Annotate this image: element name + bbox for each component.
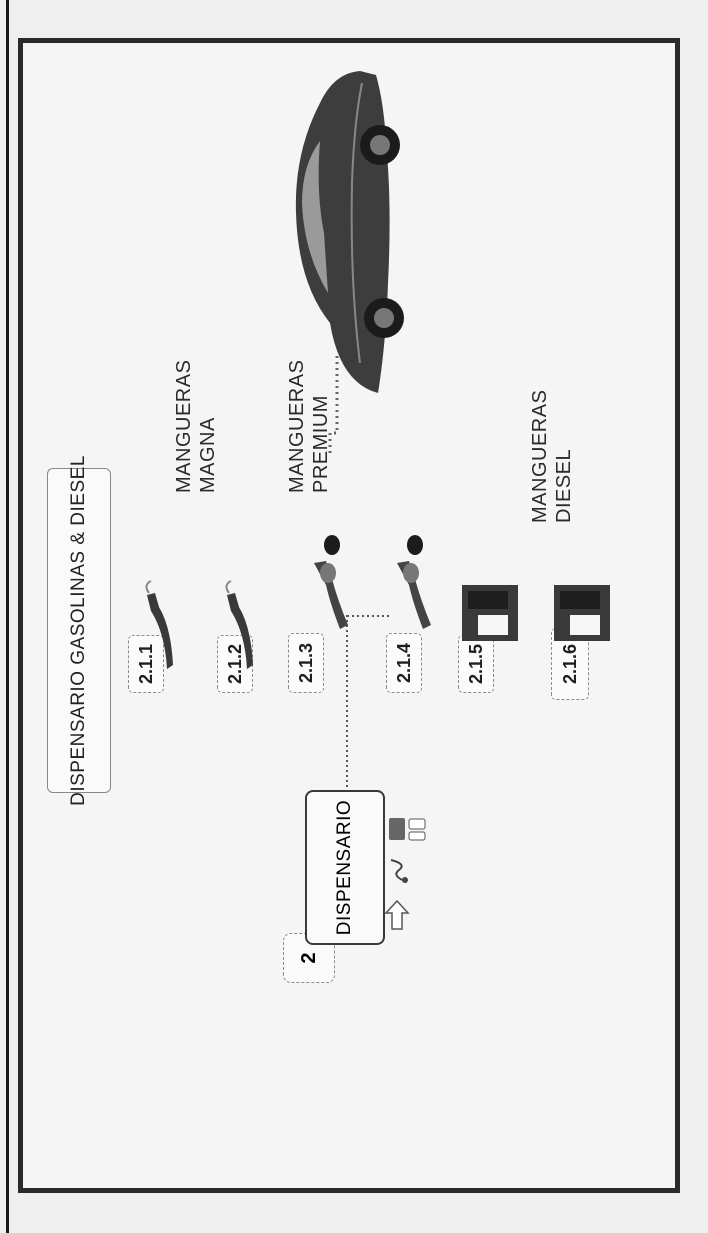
diagram-title: DISPENSARIO GASOLINAS & DIESEL bbox=[68, 455, 89, 806]
page-border-line bbox=[6, 0, 9, 1233]
fuel-can-icon bbox=[462, 585, 518, 641]
group-label-diesel: MANGUERAS DIESEL bbox=[528, 390, 576, 523]
hose-code: 2.1.4 bbox=[386, 633, 422, 693]
fuel-can-icon bbox=[554, 585, 610, 641]
fuel-nozzle-icon bbox=[145, 580, 173, 669]
group-label-diesel-line1: MANGUERAS bbox=[529, 389, 551, 523]
fuel-nozzle-icon bbox=[225, 580, 253, 669]
group-label-magna-line1: MANGUERAS bbox=[173, 359, 195, 493]
premium-to-car-line bbox=[328, 353, 339, 453]
bottles-icon bbox=[389, 818, 426, 841]
title-box: DISPENSARIO GASOLINAS & DIESEL bbox=[47, 455, 111, 806]
group-label-diesel-line2: DIESEL bbox=[553, 448, 575, 523]
hose-code: 2.1.3 bbox=[288, 633, 324, 693]
dispenser-box: DISPENSARIO bbox=[305, 790, 385, 945]
car-icon bbox=[295, 71, 404, 393]
group-label-magna: MANGUERAS MAGNA bbox=[172, 360, 220, 493]
fuel-nozzle-icon bbox=[397, 535, 431, 629]
arrow-icon bbox=[384, 899, 410, 930]
group-label-magna-line2: MAGNA bbox=[197, 417, 219, 493]
dispenser-connector bbox=[343, 615, 371, 794]
connector-icon bbox=[390, 859, 408, 883]
dispenser-label: DISPENSARIO bbox=[334, 799, 355, 936]
fuel-nozzle-icon bbox=[314, 535, 348, 629]
hose-code: 2.1.5 bbox=[458, 635, 494, 693]
dispenser-number: 2 bbox=[297, 952, 320, 964]
